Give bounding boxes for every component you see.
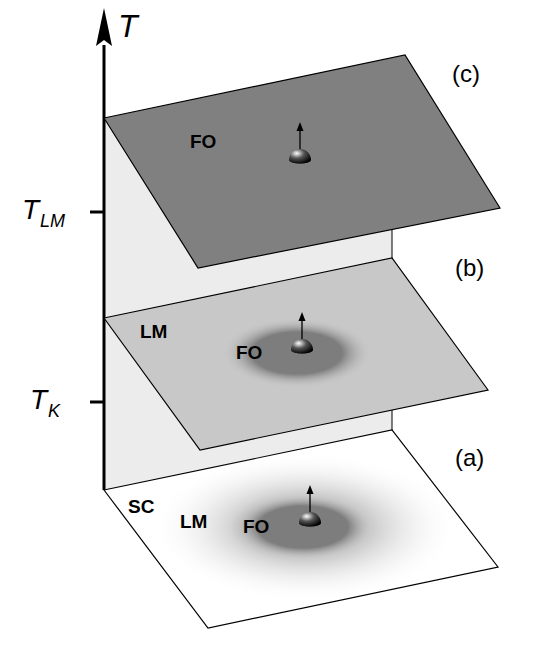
region-ellipse: LM FO	[150, 452, 460, 602]
plane-label: (c)	[452, 62, 480, 86]
spin-arrowhead	[299, 312, 306, 321]
plane-shape	[104, 55, 500, 268]
plane-shape	[104, 258, 488, 450]
axis-label: T	[118, 10, 138, 42]
temperature-plane: (b) LM FO	[100, 254, 492, 454]
spin-arrowhead	[297, 122, 304, 131]
region-shape	[222, 318, 372, 388]
spin-arrow	[309, 492, 310, 512]
region-shape	[150, 452, 460, 602]
plane-shape	[104, 430, 498, 628]
axis-arrowhead	[96, 8, 112, 46]
temperature-plane: (a) SC LM FO	[100, 426, 502, 632]
spin-sphere	[299, 485, 321, 527]
sphere-dome	[299, 512, 321, 527]
region-ellipse: FO	[228, 492, 378, 562]
temperature-axis	[103, 45, 106, 490]
region-ellipse: FO	[222, 318, 372, 388]
plane-label: (a)	[455, 446, 484, 470]
region-shape	[228, 492, 378, 562]
temperature-plane-outline	[100, 50, 505, 272]
plane-label: (b)	[455, 256, 484, 280]
axis-tick	[90, 401, 104, 404]
sphere-dome	[289, 149, 311, 164]
tick-subscript: LM	[40, 212, 65, 230]
region-label: SC	[128, 497, 154, 516]
region-label: FO	[243, 517, 269, 536]
spin-sphere	[289, 122, 311, 164]
spin-sphere	[291, 312, 313, 354]
spin-arrow	[301, 319, 302, 339]
tick-label: T	[22, 196, 39, 224]
tick-subscript: K	[48, 402, 60, 420]
tick-label: T	[30, 386, 47, 414]
region-label: FO	[190, 132, 216, 151]
spin-arrowhead	[307, 485, 314, 494]
region-label: LM	[180, 512, 207, 531]
sphere-dome	[291, 339, 313, 354]
region-label: FO	[236, 343, 262, 362]
spin-arrow	[299, 129, 300, 149]
axis-tick	[90, 211, 104, 214]
temperature-plane: (c) FO	[100, 50, 505, 272]
region-label: LM	[140, 322, 167, 341]
